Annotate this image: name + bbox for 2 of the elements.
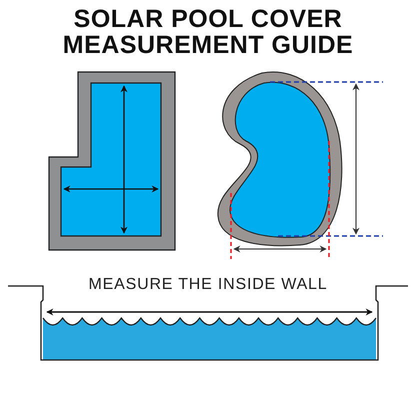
title: SOLAR POOL COVER MEASUREMENT GUIDE [62,6,354,58]
instruction-text: MEASURE THE INSIDE WALL [88,276,328,294]
